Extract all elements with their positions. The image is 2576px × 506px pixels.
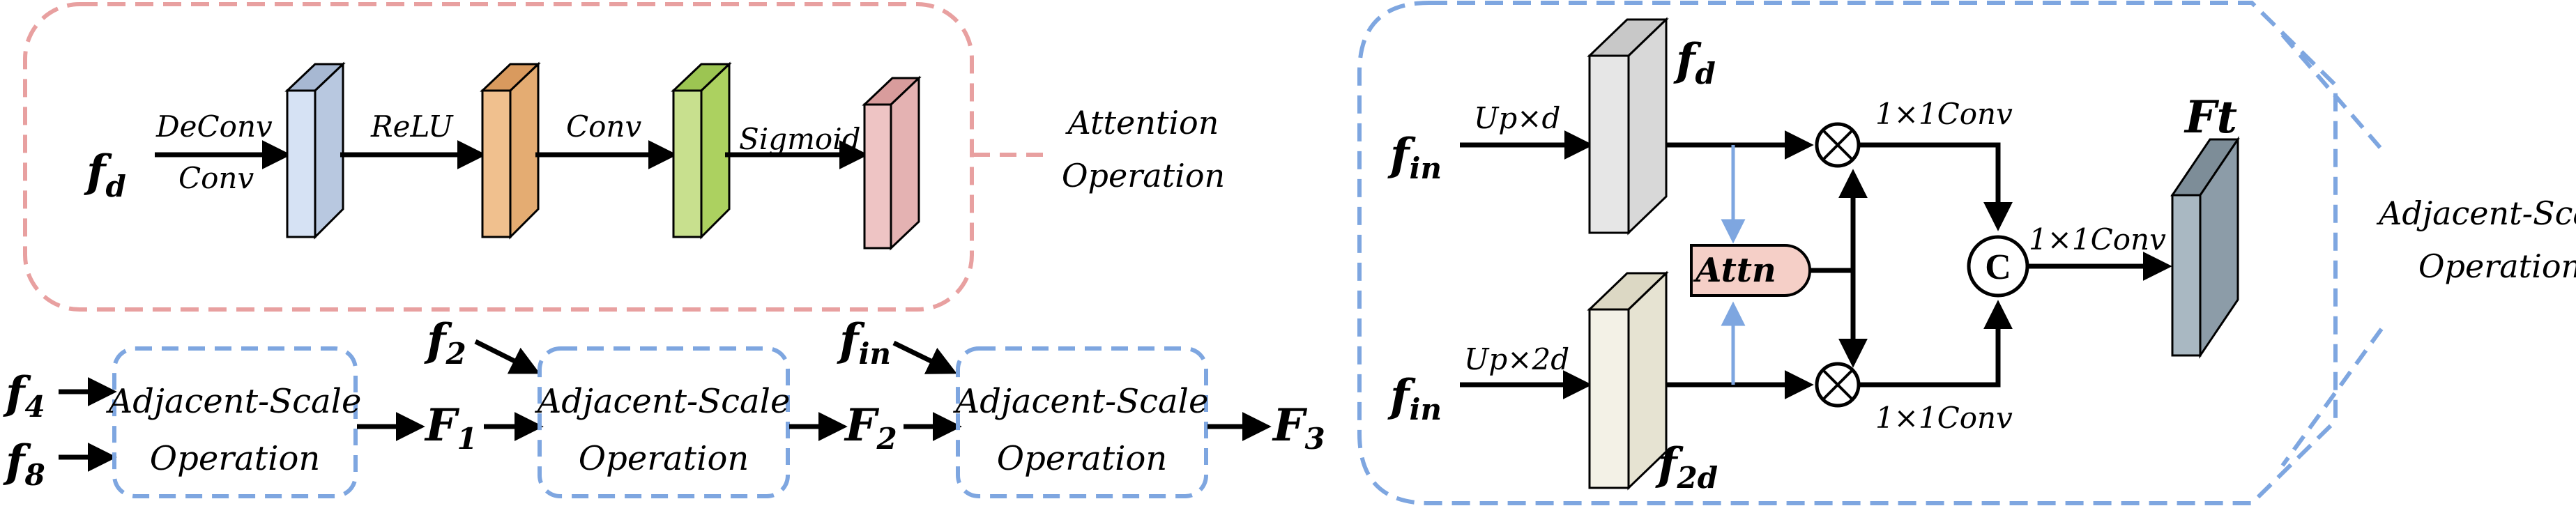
chain-input-f8: f8: [3, 436, 45, 492]
arrow-f2: [474, 339, 540, 374]
arrow-mult-top-to-concat: [1859, 142, 2013, 231]
arrow-mult-bottom-to-concat: [1859, 300, 2013, 388]
attn-box: [1690, 244, 1811, 297]
adjacent-caption-line-2: Operation: [2418, 247, 2576, 285]
adjacent-box-2-line-1: Adjacent-Scale: [535, 382, 791, 421]
adjacent-panel-border: [1357, 0, 2338, 505]
label-f2d: f2d: [1655, 438, 1718, 495]
label-up-2d: Up×2d: [1464, 342, 1569, 376]
attention-panel-border: [23, 2, 974, 312]
label-sigmoid: Sigmoid: [739, 122, 861, 156]
adjacent-box-2-line-2: Operation: [579, 439, 749, 478]
label-conv-top: 1×1Conv: [1875, 97, 2013, 131]
adjacent-caption-line-1: Adjacent-Scale: [2376, 194, 2576, 232]
adjacent-box-1-line-1: Adjacent-Scale: [106, 382, 362, 421]
attention-input-label: fd: [84, 146, 126, 204]
attention-caption-line-1: Attention: [1065, 104, 1219, 141]
adjacent-scale-panel: Adjacent-Scale Operation fin fin Up×d Up…: [1357, 0, 2576, 505]
label-relu: ReLU: [370, 109, 454, 144]
input-fin-top: fin: [1387, 129, 1442, 185]
label-fd: fd: [1673, 34, 1716, 91]
output-label-Ft: Ft: [2183, 91, 2237, 144]
chain-output-F2: F2: [844, 399, 897, 456]
relu-block: [480, 61, 541, 240]
chain-input-f2: f2: [424, 314, 466, 371]
attn-label: Attn: [1693, 251, 1776, 290]
chain-input-f4: f4: [3, 367, 45, 424]
attention-caption-line-2: Operation: [1062, 157, 1225, 194]
deconv-block: [284, 61, 346, 240]
adjacent-box-3-line-2: Operation: [997, 439, 1168, 478]
adjacent-box-2: [538, 346, 790, 498]
f2d-block: [1587, 270, 1669, 491]
label-up-d: Up×d: [1474, 101, 1560, 135]
chain-output-F3: F3: [1272, 399, 1325, 456]
arrow-fin: [892, 340, 957, 374]
multiply-top: [1815, 122, 1861, 168]
label-conv-bottom: 1×1Conv: [1875, 401, 2013, 435]
output-block: [2170, 136, 2240, 359]
label-conv-2: Conv: [566, 109, 641, 144]
input-fin-bottom: fin: [1387, 370, 1442, 427]
chain-output-F1: F1: [424, 399, 478, 456]
label-conv-1: Conv: [178, 161, 254, 195]
adjacent-box-3: [956, 346, 1208, 498]
adjacent-box-3-line-1: Adjacent-Scale: [953, 382, 1209, 421]
multiply-bottom: [1815, 362, 1861, 408]
label-conv-out: 1×1Conv: [2029, 222, 2166, 256]
sigmoid-block: [862, 75, 922, 251]
adjacent-box-1-line-2: Operation: [150, 439, 321, 478]
label-deconv: DeConv: [155, 109, 273, 144]
concat-label: C: [1985, 247, 2011, 287]
caption-bracket-top: [2280, 33, 2384, 151]
attention-operation-panel: fd DeConv Conv ReLU Conv Sigmoid: [23, 2, 1225, 312]
chain-input-fin: fin: [837, 314, 891, 371]
conv-block: [671, 61, 732, 240]
fd-block: [1587, 17, 1669, 236]
caption-bracket-bottom: [2280, 328, 2384, 467]
scale-chain: f4 f8 Adjacent-Scale Operation F1 f2 Adj…: [3, 314, 1325, 498]
